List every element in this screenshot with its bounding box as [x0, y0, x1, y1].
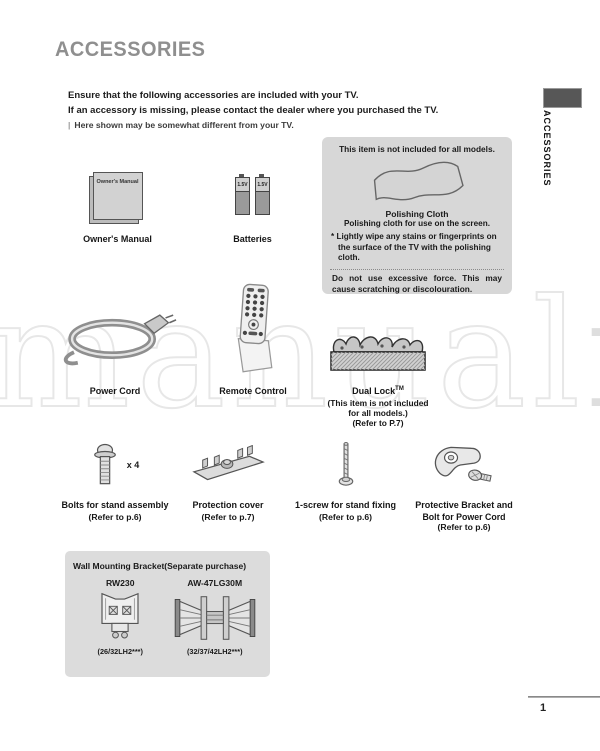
polishing-cloth-icon	[330, 156, 504, 208]
dual-lock-icon-area	[316, 326, 440, 378]
wall-box-title: Wall Mounting Bracket(Separate purchase)	[73, 561, 247, 571]
intro-text: Ensure that the following accessories ar…	[68, 88, 438, 133]
remote-control-label: Remote Control	[219, 386, 287, 396]
battery-icon: 1.5V 1.5V	[235, 174, 270, 215]
owners-manual-label: Owner's Manual	[83, 234, 152, 244]
accessory-power-cord: Power Cord	[35, 300, 195, 398]
footer-rule	[528, 696, 600, 698]
rw230-icon	[73, 591, 168, 645]
dual-lock-icon	[330, 336, 426, 371]
screw-refer: (Refer to p.6)	[319, 511, 372, 522]
wall-box-columns: RW230	[73, 578, 262, 656]
rw230-size: (26/32LH2***)	[97, 647, 143, 656]
aw47lg30m-name: AW-47LG30M	[187, 578, 243, 588]
wall-bracket-aw47lg30m: AW-47LG30M (32/37/42LH	[168, 578, 263, 656]
intro-note-text: Here shown may be somewhat different fro…	[74, 120, 294, 130]
protective-bracket-icon-area	[403, 440, 525, 490]
battery-1-icon: 1.5V	[235, 174, 250, 215]
accessory-dual-lock: Dual LockTM (This item is not included f…	[316, 326, 440, 428]
power-cord-label: Power Cord	[89, 386, 141, 396]
dual-lock-tm: TM	[395, 386, 404, 392]
bolt-icon	[93, 443, 116, 485]
watermark-text-solid: i	[586, 268, 600, 442]
wall-mount-box: Wall Mounting Bracket(Separate purchase)…	[65, 551, 270, 677]
screw-icon-area	[288, 440, 403, 490]
polishing-cloth-box: This item is not included for all models…	[322, 137, 512, 294]
protective-bracket-refer: (Refer to p.6)	[437, 522, 491, 533]
accessory-bolts: x 4 Bolts for stand assembly (Refer to p…	[40, 440, 190, 522]
dual-lock-label: Dual LockTM	[316, 385, 440, 398]
protection-cover-refer: (Refer to p.7)	[201, 511, 255, 522]
book-cover-text: Owner's Manual	[96, 179, 139, 185]
polish-item-desc: Polishing cloth for use on the screen.	[343, 219, 491, 228]
battery-2-icon: 1.5V	[255, 174, 270, 215]
sidebar-tab	[543, 88, 582, 108]
accessory-batteries: 1.5V 1.5V Batteries	[185, 168, 320, 246]
bolts-icon-area: x 4	[40, 440, 190, 490]
rw230-name: RW230	[105, 578, 135, 588]
polish-warning: Do not use excessive force. This may cau…	[332, 272, 502, 295]
protective-bracket-icon	[434, 446, 492, 482]
screw-label: 1-screw for stand fixing	[294, 500, 397, 510]
owners-manual-book-icon: Owner's Manual	[92, 172, 143, 220]
owners-manual-icon-area: Owner's Manual	[40, 168, 195, 224]
dual-lock-refer: (Refer to P.7)	[352, 418, 404, 429]
remote-control-icon	[222, 281, 285, 382]
intro-line-2: If an accessory is missing, please conta…	[68, 105, 439, 116]
batteries-label: Batteries	[233, 234, 272, 244]
polish-box-header: This item is not included for all models…	[339, 144, 495, 154]
dual-lock-note-2: for all models.)	[348, 407, 408, 418]
page-title: ACCESSORIES	[55, 38, 206, 61]
protection-cover-icon-area	[168, 440, 288, 490]
accessory-protection-cover: Protection cover (Refer to p.7)	[168, 440, 288, 522]
battery-voltage: 1.5V	[236, 178, 249, 192]
sidebar-section-label: ACCESSORIES	[542, 110, 552, 187]
polish-tip: * Lightly wipe any stains or fingerprint…	[331, 232, 497, 263]
page-number: 1	[540, 702, 547, 714]
protective-bracket-label-2: Bolt for Power Cord	[422, 511, 506, 522]
protective-bracket-label-1: Protective Bracket and	[415, 500, 513, 510]
bolts-refer: (Refer to p.6)	[88, 511, 142, 522]
accessory-screw: 1-screw for stand fixing (Refer to p.6)	[288, 440, 403, 522]
bolts-label: Bolts for stand assembly	[61, 500, 169, 510]
dual-lock-name: Dual Lock	[352, 386, 396, 396]
power-cord-icon-area	[35, 300, 195, 376]
bolt-quantity: x 4	[126, 460, 140, 470]
intro-line-1: Ensure that the following accessories ar…	[68, 90, 359, 101]
accessory-remote-control: Remote Control	[188, 283, 318, 398]
battery-voltage: 1.5V	[256, 178, 269, 192]
note-bullet: |	[68, 120, 71, 130]
aw47lg30m-size: (32/37/42LH2***)	[186, 647, 243, 656]
protection-cover-label: Protection cover	[192, 500, 264, 510]
protection-cover-icon	[192, 445, 265, 481]
screw-icon	[338, 441, 353, 486]
accessory-protective-bracket: Protective Bracket and Bolt for Power Co…	[403, 440, 525, 533]
dual-lock-note-1: (This item is not included	[327, 397, 429, 408]
remote-icon-area	[188, 283, 318, 376]
power-cord-icon	[63, 314, 177, 366]
dotted-divider	[330, 268, 504, 270]
wall-bracket-rw230: RW230	[73, 578, 168, 656]
intro-note: |Here shown may be somewhat different fr…	[68, 118, 438, 133]
polish-item-name: Polishing Cloth	[385, 209, 449, 219]
accessory-owners-manual: Owner's Manual Owner's Manual	[40, 168, 195, 246]
aw47lg30m-icon	[168, 591, 263, 645]
batteries-icon-area: 1.5V 1.5V	[185, 168, 320, 224]
